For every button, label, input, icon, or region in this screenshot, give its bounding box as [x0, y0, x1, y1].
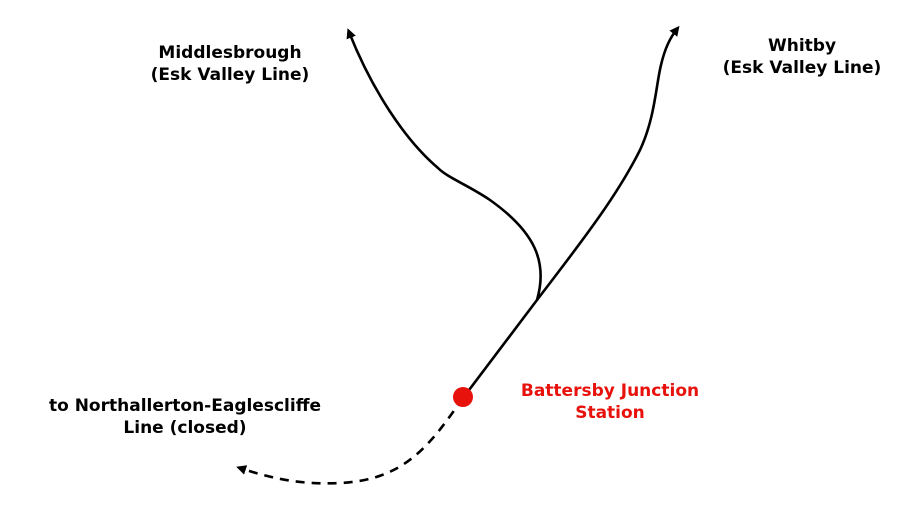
track-closed-northallerton: [236, 397, 465, 485]
label-station-line1: Battersby Junction: [520, 381, 700, 401]
label-station-line2: Station: [575, 403, 645, 423]
label-closed-line-line1: to Northallerton-Eaglescliffe: [48, 396, 321, 416]
label-closed-line-line2: Line (closed): [123, 418, 247, 438]
label-middlesbrough: Middlesbrough (Esk Valley Line): [130, 42, 330, 86]
station-marker: [453, 387, 473, 407]
label-whitby: Whitby (Esk Valley Line): [702, 35, 902, 79]
label-whitby-line2: (Esk Valley Line): [722, 58, 882, 78]
label-whitby-line1: Whitby: [767, 36, 837, 56]
label-middlesbrough-line2: (Esk Valley Line): [150, 65, 310, 85]
track-middlesbrough: [346, 28, 542, 301]
label-station: Battersby Junction Station: [495, 380, 725, 424]
label-middlesbrough-line1: Middlesbrough: [158, 43, 302, 63]
label-closed-line: to Northallerton-Eaglescliffe Line (clos…: [20, 395, 350, 439]
track-whitby: [461, 25, 680, 399]
